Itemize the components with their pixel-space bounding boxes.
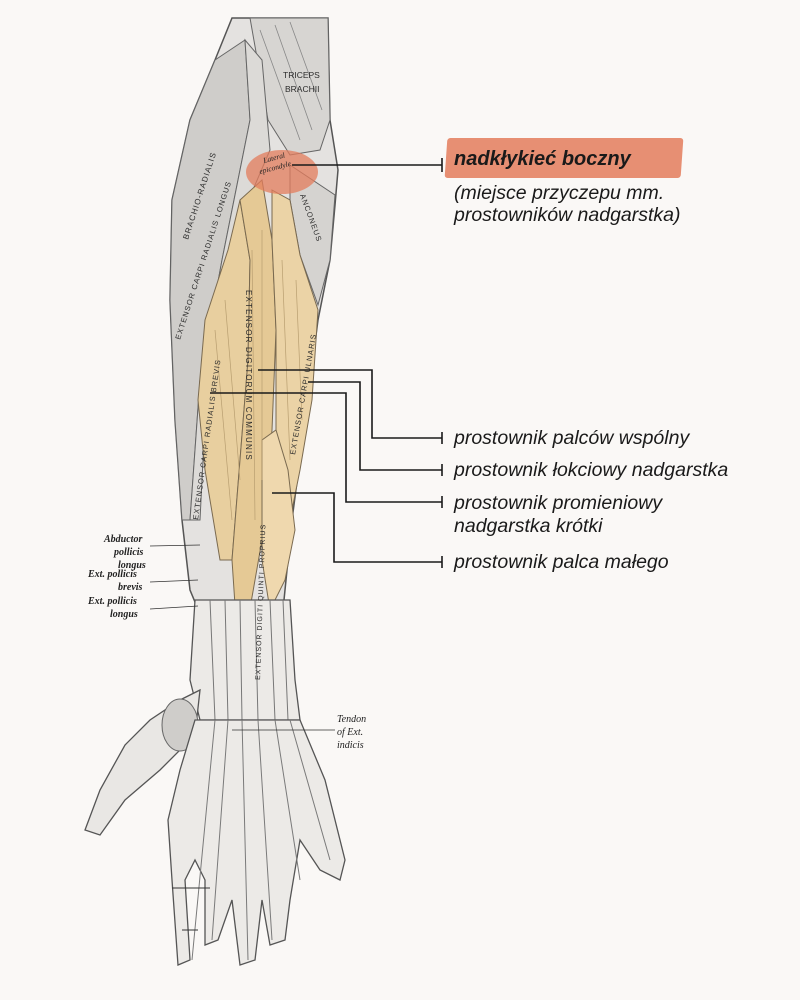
label-ecrb-2: nadgarstka krótki bbox=[454, 515, 603, 537]
epb-label-2: brevis bbox=[118, 582, 143, 593]
epl-label-2: longus bbox=[110, 609, 138, 620]
abductor-label-3: longus bbox=[118, 560, 146, 571]
epicondyle-desc-2: prostowników nadgarstka) bbox=[454, 204, 681, 226]
ecu-muscle bbox=[271, 189, 319, 521]
leader-ecrb bbox=[210, 392, 442, 503]
epicondyle-title: nadkłykieć boczny bbox=[454, 148, 631, 170]
epicondyle-desc-1: (miejsce przyczepu mm. bbox=[454, 182, 665, 204]
label-edc: prostownik palców wspólny bbox=[454, 427, 690, 449]
epl-label: Ext. pollicis bbox=[87, 596, 137, 607]
leader-lines bbox=[210, 158, 443, 568]
leader-edm bbox=[272, 492, 442, 563]
tendon-indicis-label-3: indicis bbox=[337, 740, 364, 751]
abductor-label: Abductor bbox=[103, 534, 142, 545]
hand-dorsum bbox=[167, 719, 346, 966]
tendon-indicis-label-2: of Ext. bbox=[337, 727, 363, 738]
abductor-label-2: pollicis bbox=[113, 547, 144, 558]
triceps-label-2: BRACHII bbox=[285, 84, 319, 94]
label-edm: prostownik palca małego bbox=[454, 551, 669, 573]
leader-ecu bbox=[308, 381, 442, 471]
label-ecu: prostownik łokciowy nadgarstka bbox=[454, 459, 729, 481]
edm-muscle bbox=[261, 429, 296, 612]
label-ecrb-1: prostownik promieniowy bbox=[454, 492, 663, 514]
tendon-indicis-label: Tendon bbox=[337, 714, 366, 725]
arm-drawing bbox=[84, 17, 346, 966]
leader-edc bbox=[258, 369, 442, 439]
triceps-muscle bbox=[249, 17, 331, 156]
ecrl-muscle bbox=[189, 38, 271, 521]
triceps-label: TRICEPS bbox=[283, 70, 320, 80]
lateral-epicondyle-highlight bbox=[246, 150, 318, 194]
edc-engraved-label: EXTENSOR DIGITORUM COMMUNIS bbox=[244, 290, 253, 461]
epb-label: Ext. pollicis bbox=[87, 569, 137, 580]
